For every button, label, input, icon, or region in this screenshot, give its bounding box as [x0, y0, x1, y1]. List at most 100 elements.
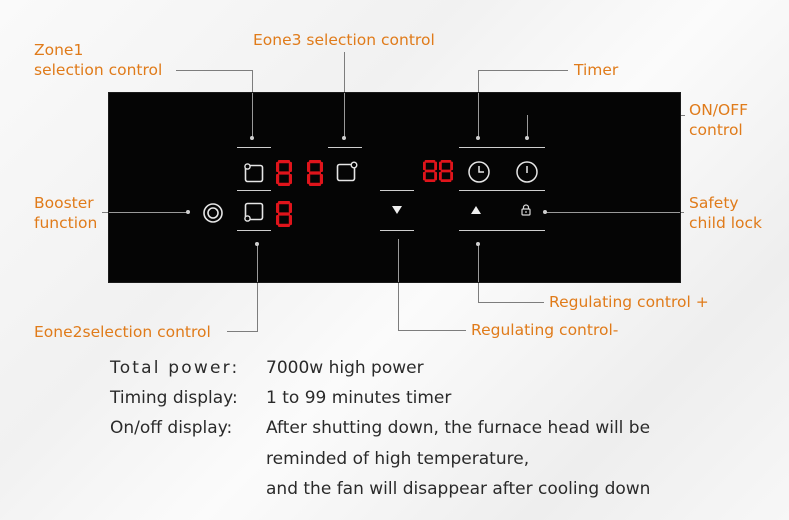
- leader-booster-h: [102, 212, 109, 213]
- label-booster-line1: Booster: [34, 194, 94, 212]
- leader-zone1-v: [252, 70, 253, 93]
- label-onoff-line2: control: [689, 121, 743, 139]
- segment-b: [319, 161, 323, 173]
- segment-e: [276, 173, 280, 185]
- segment-a: [277, 201, 291, 205]
- spec-key: Timing display:: [110, 388, 238, 408]
- leader-timer-v: [478, 70, 479, 93]
- bar-right-top: [459, 147, 545, 148]
- segment-b: [288, 161, 292, 173]
- label-safety: Safety child lock: [689, 193, 762, 233]
- display-zone2: [276, 201, 292, 227]
- inner-leader-zone1: [252, 93, 253, 137]
- inner-leader-regplus: [478, 245, 479, 282]
- segment-g: [308, 171, 322, 175]
- dot-timer: [476, 136, 480, 140]
- segment-a: [277, 160, 291, 164]
- label-onoff: ON/OFF control: [689, 100, 748, 140]
- control-panel: [109, 93, 680, 282]
- leader-timer-h: [478, 70, 568, 71]
- leader-regminus-v: [398, 282, 399, 330]
- spec-continuation-2: and the fan will disappear after cooling…: [266, 479, 651, 499]
- segment-b: [434, 161, 437, 171]
- segment-f: [307, 161, 311, 173]
- label-safety-line1: Safety: [689, 194, 739, 212]
- dot-booster: [186, 210, 190, 214]
- label-reg-minus: Regulating control-: [471, 321, 619, 339]
- inner-leader-zone3: [344, 93, 345, 137]
- label-zone1: Zone1 selection control: [34, 40, 162, 80]
- segment-g: [277, 212, 291, 216]
- dot-safety: [543, 210, 547, 214]
- zone2-select-icon[interactable]: [243, 201, 265, 223]
- inner-leader-booster: [109, 212, 187, 213]
- segment-a: [424, 160, 436, 163]
- leader-zone2-h: [227, 331, 258, 332]
- display-zone1-left: [276, 160, 292, 186]
- minus-arrow-icon[interactable]: [390, 203, 404, 217]
- leader-zone1-h: [176, 70, 253, 71]
- segment-c: [434, 171, 437, 181]
- segment-c: [288, 214, 292, 226]
- segment-b: [288, 202, 292, 214]
- power-icon[interactable]: [514, 159, 540, 185]
- dot-regplus: [476, 242, 480, 246]
- inner-leader-timer: [478, 93, 479, 137]
- leader-regminus-h: [398, 330, 466, 331]
- spec-continuation-1: reminded of high temperature,: [266, 449, 530, 469]
- display-timer: [423, 160, 453, 182]
- inner-leader-regminus: [398, 239, 399, 282]
- label-zone1-line1: Zone1: [34, 41, 84, 59]
- spec-row-total-power: Total power:7000w high power: [110, 357, 424, 379]
- label-booster-line2: function: [34, 214, 98, 232]
- label-zone1-line2: selection control: [34, 61, 163, 79]
- segment-c: [319, 173, 323, 185]
- segment-b: [450, 161, 453, 171]
- clock-icon[interactable]: [466, 159, 492, 185]
- segment-d: [440, 179, 452, 182]
- label-reg-plus: Regulating control +: [549, 293, 709, 311]
- label-booster: Booster function: [34, 193, 97, 233]
- booster-icon[interactable]: [201, 201, 225, 225]
- segment-c: [450, 171, 453, 181]
- segment-d: [308, 182, 322, 186]
- segment-d: [277, 182, 291, 186]
- label-safety-line2: child lock: [689, 214, 763, 232]
- segment-d: [277, 223, 291, 227]
- segment-f: [423, 161, 426, 171]
- inner-leader-zone2: [257, 243, 258, 282]
- zone1-select-icon[interactable]: [243, 162, 265, 184]
- leader-zone3-h: [344, 52, 345, 93]
- bar-minus-top: [380, 190, 414, 191]
- leader-regplus-h: [478, 302, 544, 303]
- bar-right-mid: [459, 190, 545, 191]
- segment-e: [439, 171, 442, 181]
- segment-g: [440, 169, 452, 173]
- label-timer: Timer: [574, 61, 619, 79]
- segment-g: [424, 169, 436, 173]
- spec-value: After shutting down, the furnace head wi…: [266, 418, 651, 438]
- segment-f: [276, 202, 280, 214]
- label-onoff-line1: ON/OFF: [689, 101, 749, 119]
- segment-e: [307, 173, 311, 185]
- dot-zone1: [250, 136, 254, 140]
- plus-arrow-icon[interactable]: [469, 203, 483, 217]
- bar-zone2-bottom: [237, 230, 271, 231]
- segment-e: [276, 214, 280, 226]
- bar-zone3-top: [328, 147, 362, 148]
- spec-value: 1 to 99 minutes timer: [266, 388, 452, 408]
- leader-zone2-v: [257, 282, 258, 332]
- bar-zone1-mid: [237, 190, 271, 191]
- bar-zone1-top: [237, 147, 271, 148]
- lock-icon[interactable]: [519, 203, 533, 217]
- leader-regplus-v: [478, 282, 479, 303]
- spec-key: Total power:: [110, 358, 240, 378]
- inner-leader-safety: [546, 212, 680, 213]
- bar-right-bottom: [459, 230, 545, 231]
- inner-leader-onoff: [527, 115, 528, 137]
- label-zone2: Eone2selection control: [34, 323, 211, 341]
- zone3-select-icon[interactable]: [335, 160, 359, 184]
- dot-onoff: [525, 136, 529, 140]
- dot-zone2: [255, 242, 259, 246]
- segment-e: [423, 171, 426, 181]
